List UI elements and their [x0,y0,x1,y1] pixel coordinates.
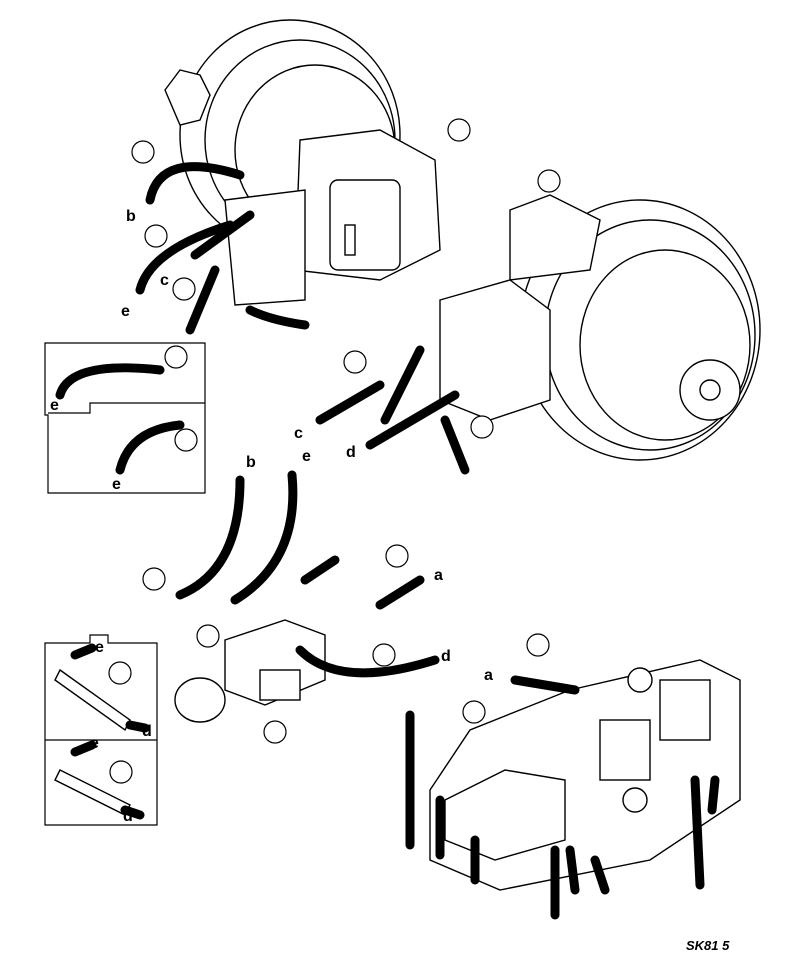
callout-circle [385,544,409,568]
hose-label: e [95,639,104,656]
callout-circle [109,760,133,784]
hose-label: c [160,272,169,289]
hose-label: c [294,425,303,442]
hose-label: d [346,444,356,461]
hose-label: e [121,303,130,320]
callout-circle [172,277,196,301]
callout-circle [470,415,494,439]
hose-label: d [123,808,133,825]
drawing-code: SK81 5 [686,938,730,953]
hose-label: b [126,208,136,225]
hose-label: e [302,448,311,465]
callout-circles [108,118,561,784]
hose-label: d [142,723,152,740]
inset-lower [44,634,158,826]
callout-circle [131,140,155,164]
hose-label: e [90,735,99,752]
callout-circle [263,720,287,744]
callout-circle [372,643,396,667]
hose-label: e [50,397,59,414]
callout-circle [526,633,550,657]
callout-circle [196,624,220,648]
callout-circle [108,661,132,685]
callout-circle [537,169,561,193]
hose-label: d [441,648,451,665]
callout-circle [142,567,166,591]
callout-circle [343,350,367,374]
inset-upper [44,342,206,494]
hose-label: a [484,667,493,684]
drive-motor-right [439,194,761,461]
callout-circle [462,700,486,724]
drive-motor-upper-left [164,19,441,306]
hose-label: b [246,454,256,471]
hydraulic-pump [429,659,741,891]
callout-circle [174,428,198,452]
hoses [135,162,720,920]
hose-label: e [112,476,121,493]
hose-label: a [434,567,443,584]
callout-circle [447,118,471,142]
valve-block [174,619,326,723]
callout-circle [164,345,188,369]
callout-circle [144,224,168,248]
